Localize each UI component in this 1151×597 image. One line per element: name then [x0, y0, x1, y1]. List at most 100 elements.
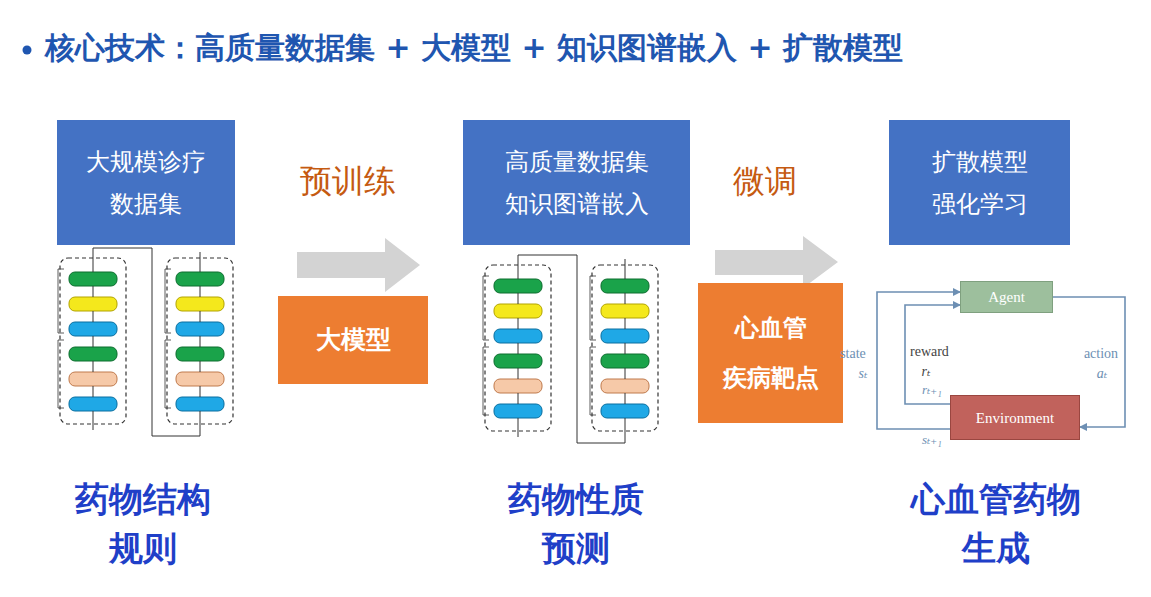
data-box: 高质量数据集 知识图谱嵌入	[463, 120, 690, 245]
figure-stroke	[93, 252, 94, 272]
figure-stroke	[176, 297, 224, 311]
figure-stroke	[494, 379, 542, 393]
environment-box: Environment	[950, 395, 1080, 440]
figure-stroke	[165, 340, 171, 408]
figure-stroke	[200, 361, 201, 372]
figure-stroke	[494, 404, 542, 418]
figure-stroke	[200, 286, 201, 297]
flow-connector	[877, 292, 960, 429]
figure-stroke	[590, 347, 596, 415]
method-box: 扩散模型 强化学习	[889, 120, 1070, 245]
figure-stroke	[625, 318, 626, 329]
node-text: 心血管 疾病靶点	[708, 303, 833, 404]
figure-stroke	[601, 304, 649, 318]
figure-stroke	[200, 252, 201, 272]
figure-stroke	[93, 411, 94, 430]
figure-stroke	[93, 248, 200, 436]
figure-stroke	[93, 361, 94, 372]
model-box: 大模型	[278, 296, 428, 384]
step-label: 微调	[733, 162, 833, 200]
figure-stroke	[518, 418, 519, 437]
figure-stroke	[200, 386, 201, 397]
figure-stroke	[176, 272, 224, 286]
figure-stroke	[58, 340, 64, 408]
figure-stroke	[518, 255, 625, 443]
node-text: Environment	[976, 409, 1054, 427]
step-label: 预训练	[300, 162, 430, 200]
math-symbol: rₜ	[914, 364, 938, 381]
figure-stroke	[176, 347, 224, 361]
figure-stroke	[601, 379, 649, 393]
figure-stroke	[518, 393, 519, 404]
figure-stroke	[601, 279, 649, 293]
edge-label: state	[833, 346, 873, 362]
figure-stroke	[494, 304, 542, 318]
figure-stroke	[518, 368, 519, 379]
figure-stroke	[93, 311, 94, 322]
figure-stroke	[625, 343, 626, 354]
agent-box: Agent	[960, 281, 1053, 313]
figure-stroke	[485, 265, 551, 431]
figure-stroke	[69, 397, 117, 411]
figure-stroke	[69, 322, 117, 336]
process-arrow	[297, 238, 420, 292]
edge-label: reward	[910, 344, 960, 360]
figure-stroke	[483, 347, 489, 415]
figure-stroke	[58, 269, 64, 333]
transformer-figure	[58, 248, 658, 443]
stage-output: 药物结构 规则	[55, 475, 230, 574]
figure-stroke	[176, 322, 224, 336]
stage-output: 药物性质 预测	[488, 475, 663, 574]
figure-stroke	[60, 258, 126, 424]
figure-stroke	[625, 418, 626, 437]
node-text: 大规模诊疗 数据集	[67, 141, 225, 225]
figure-stroke	[518, 318, 519, 329]
node-text: 高质量数据集 知识图谱嵌入	[473, 141, 680, 225]
figure-stroke	[69, 372, 117, 386]
figure-stroke	[625, 368, 626, 379]
figure-stroke	[625, 293, 626, 304]
figure-stroke	[518, 259, 519, 279]
figure-stroke	[200, 311, 201, 322]
figure-stroke	[601, 329, 649, 343]
math-symbol: sₜ	[851, 366, 875, 383]
bullet-dot	[23, 46, 32, 55]
figure-stroke	[69, 272, 117, 286]
target-box: 心血管 疾病靶点	[698, 283, 843, 423]
figure-stroke	[69, 297, 117, 311]
figure-stroke	[93, 386, 94, 397]
figure-stroke	[494, 279, 542, 293]
figure-stroke	[601, 404, 649, 418]
figure-stroke	[592, 265, 658, 431]
node-text: 大模型	[316, 321, 391, 359]
figure-stroke	[494, 329, 542, 343]
figure-stroke	[518, 343, 519, 354]
slide-title: 核心技术：高质量数据集 + 大模型 + 知识图谱嵌入 + 扩散模型	[45, 28, 903, 69]
flow-connector	[905, 305, 960, 404]
node-text: Agent	[988, 288, 1025, 306]
figure-stroke	[625, 393, 626, 404]
figure-stroke	[69, 347, 117, 361]
figure-stroke	[176, 372, 224, 386]
figure-stroke	[200, 411, 201, 430]
figure-stroke	[590, 276, 596, 340]
figure-stroke	[167, 258, 233, 424]
data-box: 大规模诊疗 数据集	[57, 120, 235, 245]
figure-stroke	[93, 336, 94, 347]
figure-stroke	[165, 269, 171, 333]
math-symbol: sₜ₊₁	[922, 432, 950, 448]
figure-stroke	[518, 293, 519, 304]
edge-label: action	[1070, 346, 1132, 362]
stage-output: 心血管药物 生成	[893, 475, 1098, 574]
process-arrow	[715, 236, 838, 288]
node-text: 扩散模型 强化学习	[899, 141, 1060, 225]
figure-stroke	[483, 276, 489, 340]
figure-stroke	[601, 354, 649, 368]
figure-stroke	[200, 336, 201, 347]
figure-stroke	[176, 397, 224, 411]
figure-stroke	[93, 286, 94, 297]
math-symbol: aₜ	[1090, 366, 1114, 383]
figure-stroke	[625, 259, 626, 279]
math-symbol: rₜ₊₁	[922, 382, 950, 398]
figure-stroke	[494, 354, 542, 368]
